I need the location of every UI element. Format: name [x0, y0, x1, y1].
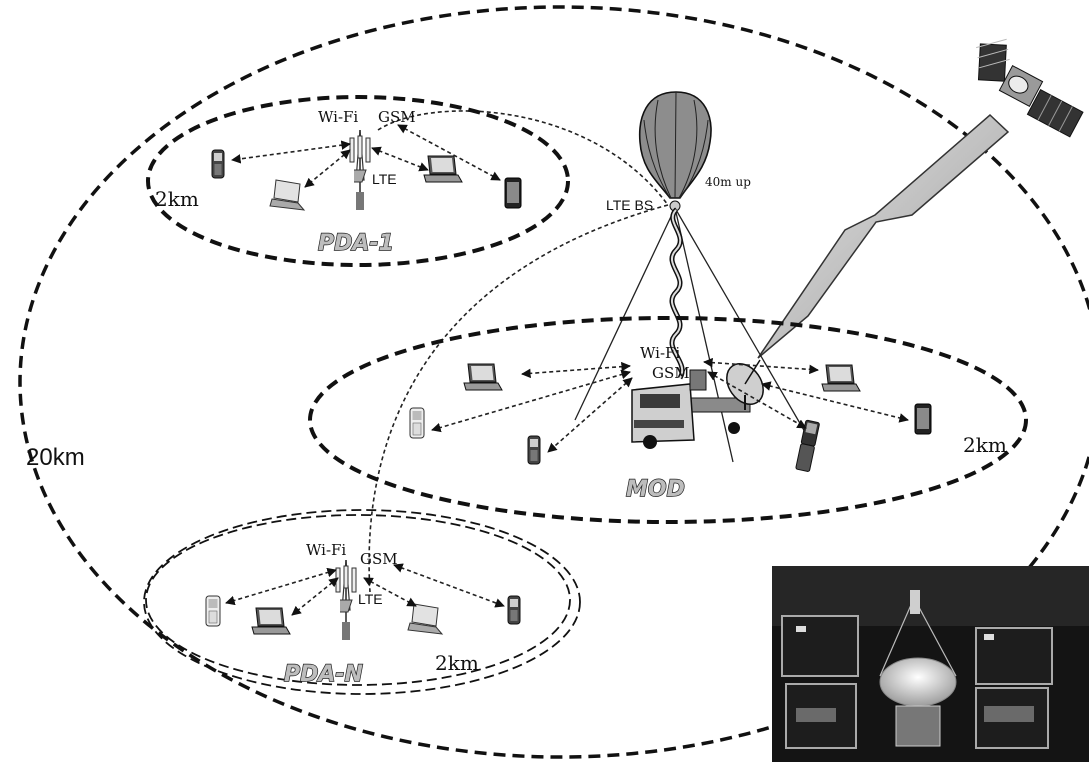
- mod-wifi-label: Wi-Fi: [640, 344, 680, 362]
- pda1-zone-title: PDA-1: [318, 231, 394, 256]
- pda1-lte-label: LTE: [372, 171, 397, 187]
- laptop-icon: [463, 363, 503, 391]
- mod-gsm-label: GSM: [652, 364, 690, 382]
- pdan-lte-label: LTE: [358, 591, 383, 607]
- mod-radius-label: 2km: [963, 433, 1007, 457]
- pdan-gsm-label: GSM: [360, 550, 398, 568]
- pdan-wifi-label: Wi-Fi: [306, 541, 346, 559]
- antenna-mast-icon: [335, 559, 357, 641]
- balloon-height-label: 40m up: [705, 175, 751, 189]
- laptop-icon: [407, 603, 443, 635]
- balloon-icon: [638, 91, 712, 212]
- pda-1-region: Wi-Fi GSM LTE 2km PDA-1: [146, 95, 570, 267]
- outer-coverage-region: 20km: [18, 5, 1089, 759]
- lightning-bolt-icon: [757, 113, 1010, 359]
- backhaul-links: [368, 110, 669, 593]
- mobile-phone-icon: [527, 435, 541, 465]
- lte-bs-label: LTE BS: [606, 197, 653, 213]
- mobile-phone-icon: [409, 407, 425, 439]
- laptop-icon: [269, 179, 305, 211]
- mobile-phone-icon: [205, 595, 221, 627]
- satellite-icon: [976, 38, 1084, 138]
- equipment-photo: [772, 566, 1089, 762]
- pdan-radius-label: 2km: [435, 651, 479, 675]
- mobile-phone-icon: [507, 595, 521, 625]
- pda-n-region: Wi-Fi GSM LTE 2km PDA-N: [143, 509, 581, 695]
- laptop-icon: [251, 607, 291, 635]
- laptop-icon: [423, 155, 463, 183]
- smartphone-icon: [914, 403, 932, 435]
- flip-phone-icon: [795, 419, 820, 472]
- mobile-phone-icon: [211, 149, 225, 179]
- mod-zone-title: MOD: [626, 477, 685, 502]
- laptop-icon: [821, 364, 861, 392]
- antenna-mast-icon: [349, 129, 371, 211]
- pda1-gsm-label: GSM: [378, 108, 416, 126]
- outer-radius-label: 20km: [26, 444, 85, 471]
- smartphone-icon: [504, 177, 522, 209]
- mod-region: Wi-Fi GSM 2km MOD: [308, 316, 1028, 524]
- pda1-radius-label: 2km: [155, 187, 199, 211]
- pdan-zone-title: PDA-N: [284, 662, 363, 687]
- pda1-wifi-label: Wi-Fi: [318, 108, 358, 126]
